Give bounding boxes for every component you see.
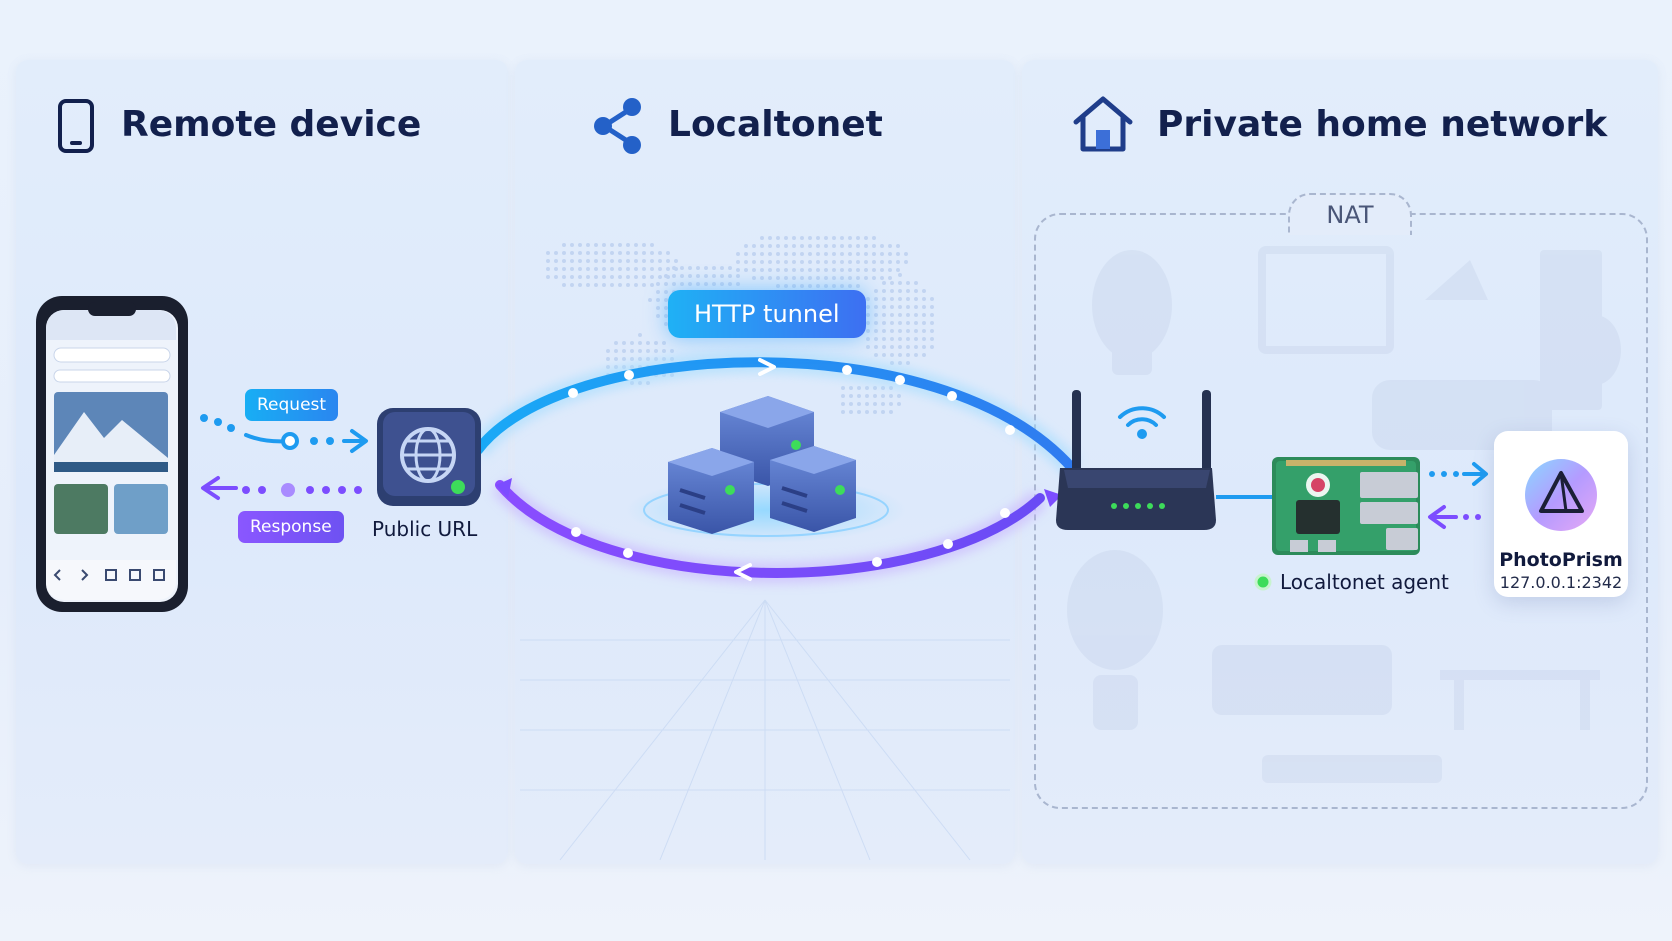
public-url-label: Public URL — [372, 517, 478, 541]
agent-status-dot — [1254, 573, 1272, 591]
floor-grid — [520, 599, 1010, 861]
globe-icon — [377, 408, 481, 506]
home-background-decor — [1067, 246, 1621, 783]
request-label: Request — [245, 389, 339, 421]
response-arrow — [201, 476, 362, 500]
request-tunnel-arc — [473, 357, 1077, 473]
return-arrow — [1428, 505, 1481, 529]
http-tunnel-label: HTTP tunnel — [668, 290, 866, 338]
agent-label: Localtonet agent — [1280, 570, 1449, 594]
photoprism-address: 127.0.0.1:2342 — [1499, 573, 1623, 592]
forward-arrow — [1429, 462, 1488, 486]
photoprism-name: PhotoPrism — [1499, 549, 1623, 571]
response-label: Response — [238, 511, 344, 543]
photoprism-card: PhotoPrism 127.0.0.1:2342 — [1494, 431, 1628, 597]
home-network-title: Private home network — [1157, 104, 1608, 145]
server-stack-icon — [668, 396, 856, 534]
house-icon — [1073, 96, 1133, 152]
share-network-icon — [594, 98, 641, 154]
smartphone-illustration — [36, 296, 188, 612]
raspberry-pi-icon — [1272, 457, 1420, 555]
router-icon — [1056, 390, 1216, 530]
response-tunnel-arc — [495, 480, 1045, 578]
nat-label: NAT — [1288, 193, 1412, 235]
localtonet-title: Localtonet — [668, 104, 883, 145]
smartphone-icon — [58, 99, 94, 153]
wifi-icon — [1118, 406, 1166, 439]
remote-device-title: Remote device — [121, 104, 422, 145]
request-arrow — [200, 414, 368, 453]
photoprism-logo-icon — [1525, 459, 1597, 531]
